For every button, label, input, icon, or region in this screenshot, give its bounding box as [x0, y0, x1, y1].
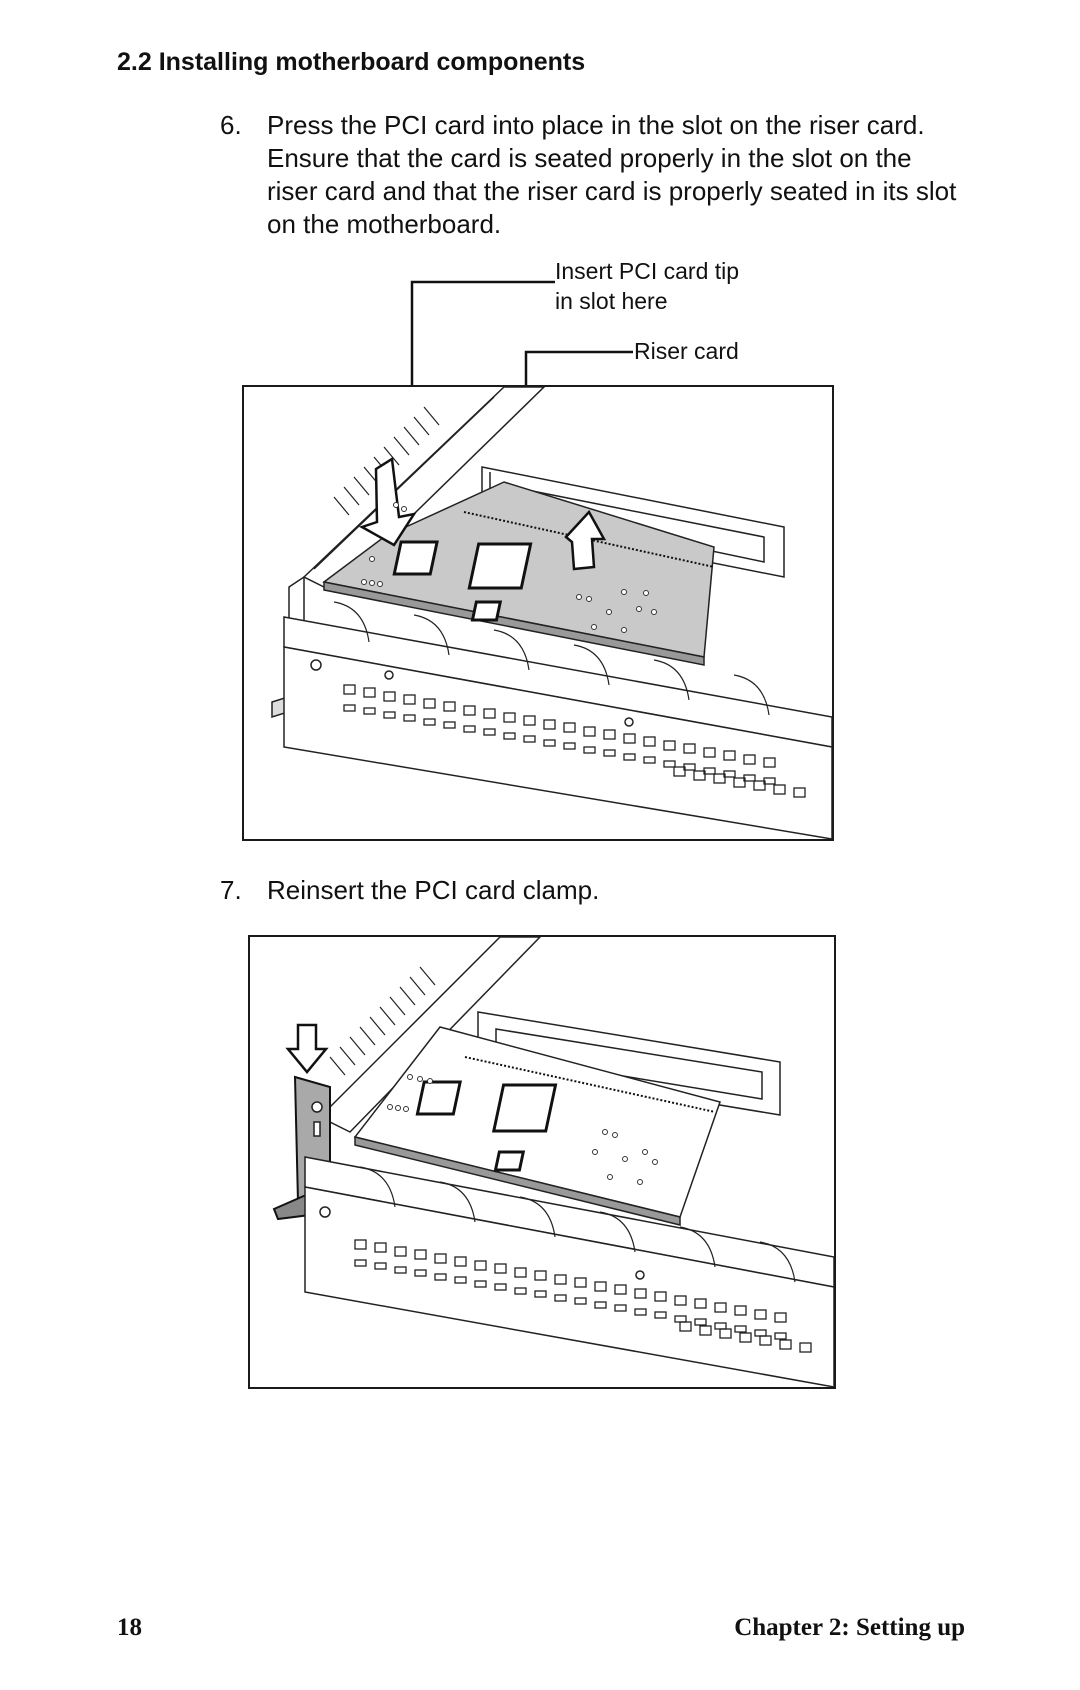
- chapter-title: Chapter 2: Setting up: [734, 1614, 965, 1641]
- illustration-chassis-pci-card: [271, 387, 832, 839]
- step-6: 6. Press the PCI card into place in the …: [220, 109, 980, 249]
- figure-insert-pci-card: [242, 385, 834, 841]
- step-7: 7. Reinsert the PCI card clamp.: [220, 874, 980, 914]
- illustration-chassis-clamp: [272, 937, 834, 1387]
- figure-reinsert-clamp: [248, 935, 836, 1389]
- section-heading: 2.2 Installing motherboard components: [117, 48, 586, 76]
- page-number: 18: [117, 1614, 142, 1641]
- step-number: 6.: [220, 110, 242, 140]
- callout-riser-card: Riser card: [634, 338, 739, 364]
- step-text: Reinsert the PCI card clamp.: [267, 875, 600, 905]
- step-number: 7.: [220, 875, 242, 905]
- callout-pci-tip: Insert PCI card tip in slot here: [555, 258, 740, 314]
- step-text: Press the PCI card into place in the slo…: [267, 110, 957, 239]
